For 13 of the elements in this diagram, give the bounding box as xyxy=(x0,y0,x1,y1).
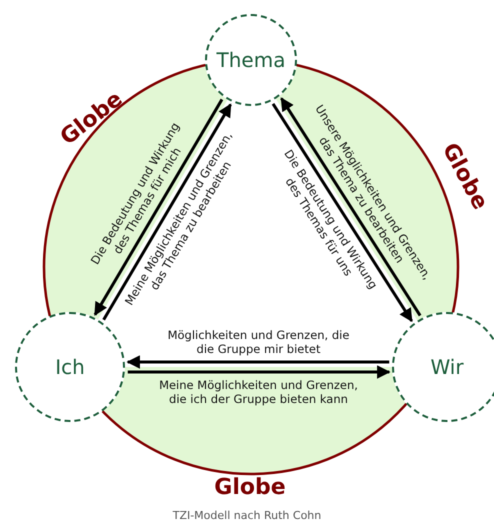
caption: TZI-Modell nach Ruth Cohn xyxy=(172,509,322,522)
arrow xyxy=(102,103,232,321)
node-label: Wir xyxy=(430,355,464,379)
arrow xyxy=(126,355,390,369)
arrow xyxy=(128,365,391,379)
arrow xyxy=(272,102,413,322)
arrow xyxy=(94,98,224,316)
node-label: Thema xyxy=(216,48,286,72)
edge-label: Meine Möglichkeiten und Grenzen, die ich der Gruppe bieten kann xyxy=(158,378,359,406)
node-label: Ich xyxy=(55,355,85,379)
edge-label: Möglichkeiten und Grenzen, die die Gruppe mir bietet xyxy=(166,328,350,356)
globe-label: Globe xyxy=(214,474,286,500)
arrow xyxy=(280,97,422,316)
